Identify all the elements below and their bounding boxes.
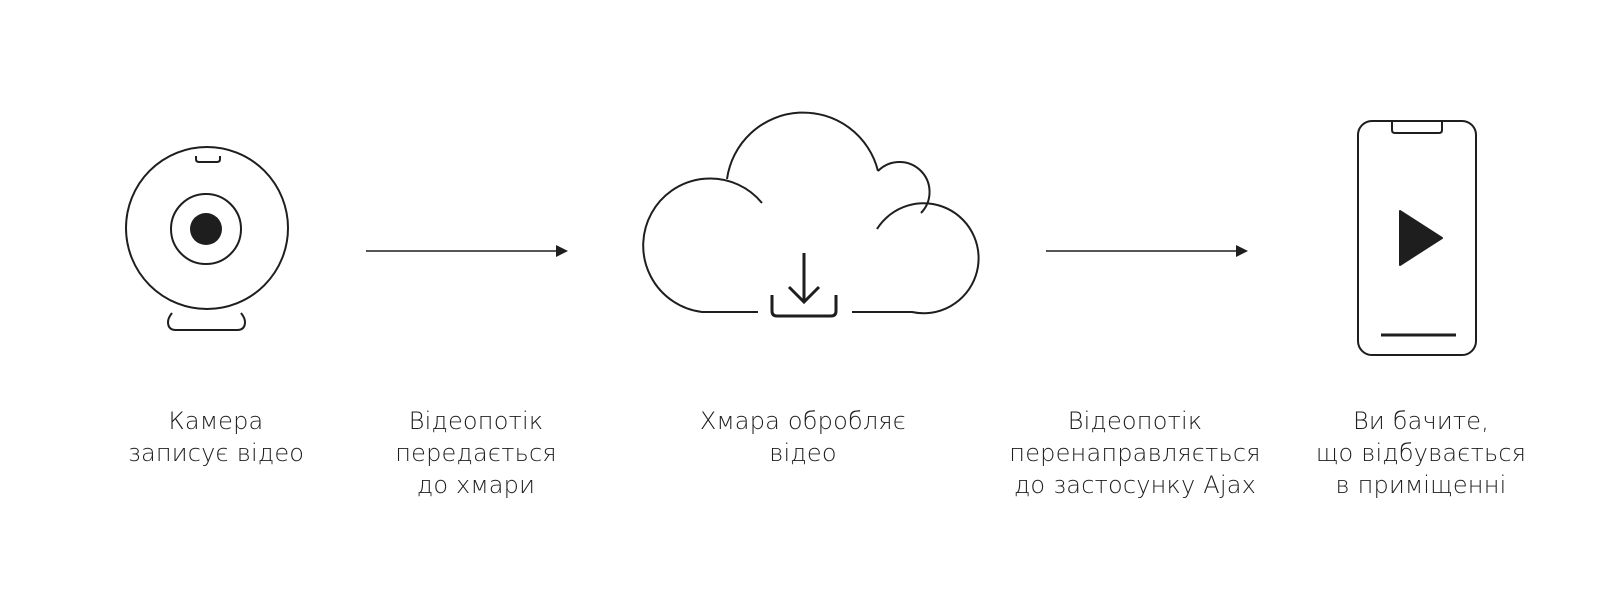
caption-line: відео	[769, 439, 837, 467]
caption-line: Камера	[168, 407, 264, 435]
cloud-download-icon	[636, 110, 970, 320]
caption-line: передається	[395, 439, 557, 467]
caption-line: Відеопотік	[408, 407, 544, 435]
caption-line: що відбувається	[1315, 439, 1527, 467]
arrow-right-icon	[360, 245, 568, 257]
caption-you-see: Ви бачите, що відбувається в приміщенні	[1276, 405, 1566, 501]
caption-line: Ви бачите,	[1352, 407, 1490, 435]
caption-line: до хмари	[416, 471, 536, 499]
caption-line: записує відео	[127, 439, 305, 467]
caption-line: перенаправляється	[1009, 439, 1261, 467]
play-icon	[1400, 211, 1442, 265]
camera-icon	[120, 140, 290, 340]
download-icon	[772, 253, 836, 316]
caption-cloud-processing: Хмара обробляє відео	[663, 405, 943, 469]
arrow-right-icon	[1040, 245, 1248, 257]
smartphone-play-icon	[1350, 118, 1480, 362]
caption-line: в приміщенні	[1335, 471, 1507, 499]
caption-stream-to-cloud: Відеопотік передається до хмари	[356, 405, 596, 501]
caption-line: Відеопотік	[1067, 407, 1203, 435]
caption-camera: Камера записує відео	[96, 405, 336, 469]
caption-line: Хмара обробляє	[699, 407, 907, 435]
caption-line: до застосунку Ajax	[1013, 471, 1257, 499]
caption-stream-to-app: Відеопотік перенаправляється до застосун…	[990, 405, 1280, 501]
